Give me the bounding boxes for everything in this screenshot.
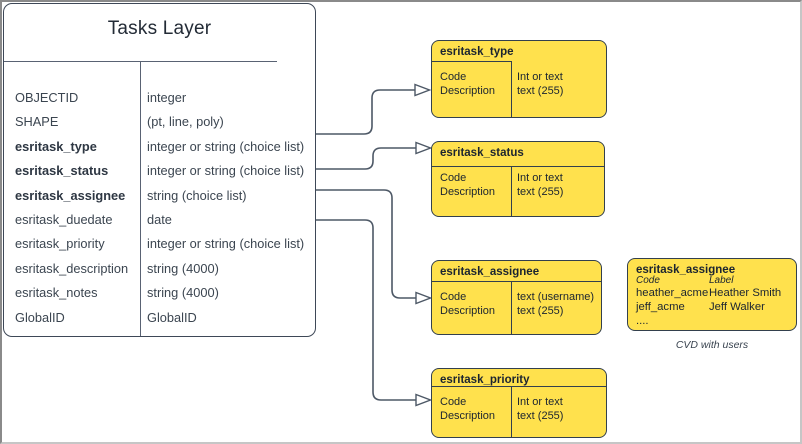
type-label: Int or text	[517, 71, 563, 83]
arrowhead-esritask-assignee	[415, 291, 433, 305]
domain-fields: Code Description	[440, 172, 495, 199]
domain-fields: Code Description	[440, 396, 495, 423]
domain-title: esritask_type	[440, 46, 514, 58]
table-title: Tasks Layer	[107, 18, 212, 39]
field-name: GlobalID	[15, 309, 65, 325]
table-row: esritask_duedate date	[4, 208, 315, 232]
field-name: esritask_notes	[15, 285, 98, 301]
domain-box-esritask-type: esritask_type Code Description Int or te…	[431, 40, 607, 118]
column-divider	[511, 386, 512, 437]
table-row: esritask_assignee string (choice list)	[4, 184, 315, 208]
domain-fields: Code Description	[440, 291, 495, 318]
field-name: SHAPE	[15, 114, 59, 130]
field-label: Description	[440, 185, 496, 198]
header-divider	[432, 166, 604, 167]
domain-box-esritask-assignee: esritask_assignee Code Description text …	[431, 260, 602, 335]
cvd-caption: CVD with users	[675, 339, 749, 351]
field-type: string (4000)	[147, 260, 219, 276]
table-row: SHAPE (pt, line, poly)	[4, 110, 315, 134]
header-divider	[432, 281, 601, 282]
field-type: string (choice list)	[147, 187, 247, 203]
table-row: OBJECTID integer	[4, 86, 315, 110]
type-label: text (username)	[517, 291, 595, 303]
field-type: integer or string (choice list)	[147, 236, 305, 252]
field-label: Code	[440, 71, 467, 83]
cvd-code: jeff_acme	[636, 301, 685, 313]
field-type: integer or string (choice list)	[147, 163, 305, 179]
table-row: GlobalID GlobalID	[4, 306, 315, 330]
type-label: Int or text	[517, 172, 563, 184]
domain-fields: Code Description	[440, 71, 495, 98]
field-list: OBJECTID integer SHAPE (pt, line, poly) es…	[4, 86, 315, 330]
domain-types: Int or text text (255)	[517, 396, 563, 423]
field-label: Description	[440, 409, 496, 422]
table-row: esritask_type integer or string (choice l…	[4, 135, 315, 159]
field-name: esritask_duedate	[15, 211, 113, 227]
connector-esritask-type	[315, 89, 415, 135]
field-label: Description	[440, 84, 496, 97]
field-label: Code	[440, 291, 467, 303]
field-name: esritask_status	[15, 163, 109, 179]
cvd-code: ....	[636, 315, 649, 327]
field-label: Code	[440, 396, 467, 408]
field-name: esritask_type	[15, 138, 97, 154]
domain-box-esritask-status: esritask_status Code Description Int or …	[431, 141, 605, 217]
domain-types: Int or text text (255)	[517, 172, 563, 199]
field-label: Code	[440, 172, 467, 184]
type-label: text (255)	[517, 409, 564, 422]
column-divider	[511, 281, 512, 334]
field-type: date	[147, 211, 172, 227]
type-label: text (255)	[517, 304, 564, 317]
domain-box-esritask-priority: esritask_priority Code Description Int o…	[431, 368, 607, 438]
cvd-label: Jeff Walker	[709, 301, 765, 313]
field-name: OBJECTID	[15, 90, 79, 105]
domain-title: esritask_assignee	[440, 266, 540, 278]
cvd-label-header: Label	[709, 275, 734, 286]
cvd-label: Heather Smith	[709, 287, 782, 299]
column-divider	[511, 61, 512, 117]
type-label: text (255)	[517, 185, 564, 198]
table-row: esritask_notes string (4000)	[4, 281, 315, 305]
arrowhead-esritask-status	[415, 141, 433, 155]
field-type: string (4000)	[147, 285, 219, 301]
tasks-layer-table: Tasks Layer OBJECTID integer SHAPE (pt, li…	[3, 3, 316, 337]
field-name: esritask_assignee	[15, 187, 126, 203]
type-label: text (255)	[517, 84, 564, 97]
column-divider	[140, 61, 141, 336]
domain-title: esritask_priority	[440, 374, 530, 386]
field-type: integer or string (choice list)	[147, 138, 305, 154]
connector-esritask-status	[315, 147, 416, 170]
domain-title: esritask_status	[440, 147, 524, 159]
cvd-box-esritask-assignee: esritask_assignee Code Label heather_acm…	[627, 258, 797, 331]
connector-esritask-assignee	[315, 189, 416, 299]
header-divider	[432, 386, 606, 387]
arrowhead-esritask-type	[414, 83, 432, 97]
connector-esritask-priority	[315, 219, 416, 401]
field-type: GlobalID	[147, 309, 197, 325]
column-divider	[511, 166, 512, 216]
field-type: integer	[147, 90, 187, 105]
cvd-code-header: Code	[636, 275, 660, 286]
table-row: esritask_priority integer or string (choi…	[4, 232, 315, 256]
arrowhead-esritask-priority	[415, 393, 433, 407]
table-row: esritask_status integer or string (choice…	[4, 159, 315, 183]
cvd-title: esritask_assignee	[636, 264, 736, 276]
field-label: Description	[440, 304, 496, 317]
type-label: Int or text	[517, 396, 563, 408]
header-divider	[432, 61, 511, 62]
field-type: (pt, line, poly)	[147, 114, 224, 130]
domain-types: text (username) text (255)	[517, 291, 594, 318]
cvd-code: heather_acme	[636, 287, 709, 299]
table-row: esritask_description string (4000)	[4, 257, 315, 281]
domain-types: Int or text text (255)	[517, 71, 563, 98]
field-name: esritask_description	[15, 260, 129, 276]
field-name: esritask_priority	[15, 236, 105, 252]
